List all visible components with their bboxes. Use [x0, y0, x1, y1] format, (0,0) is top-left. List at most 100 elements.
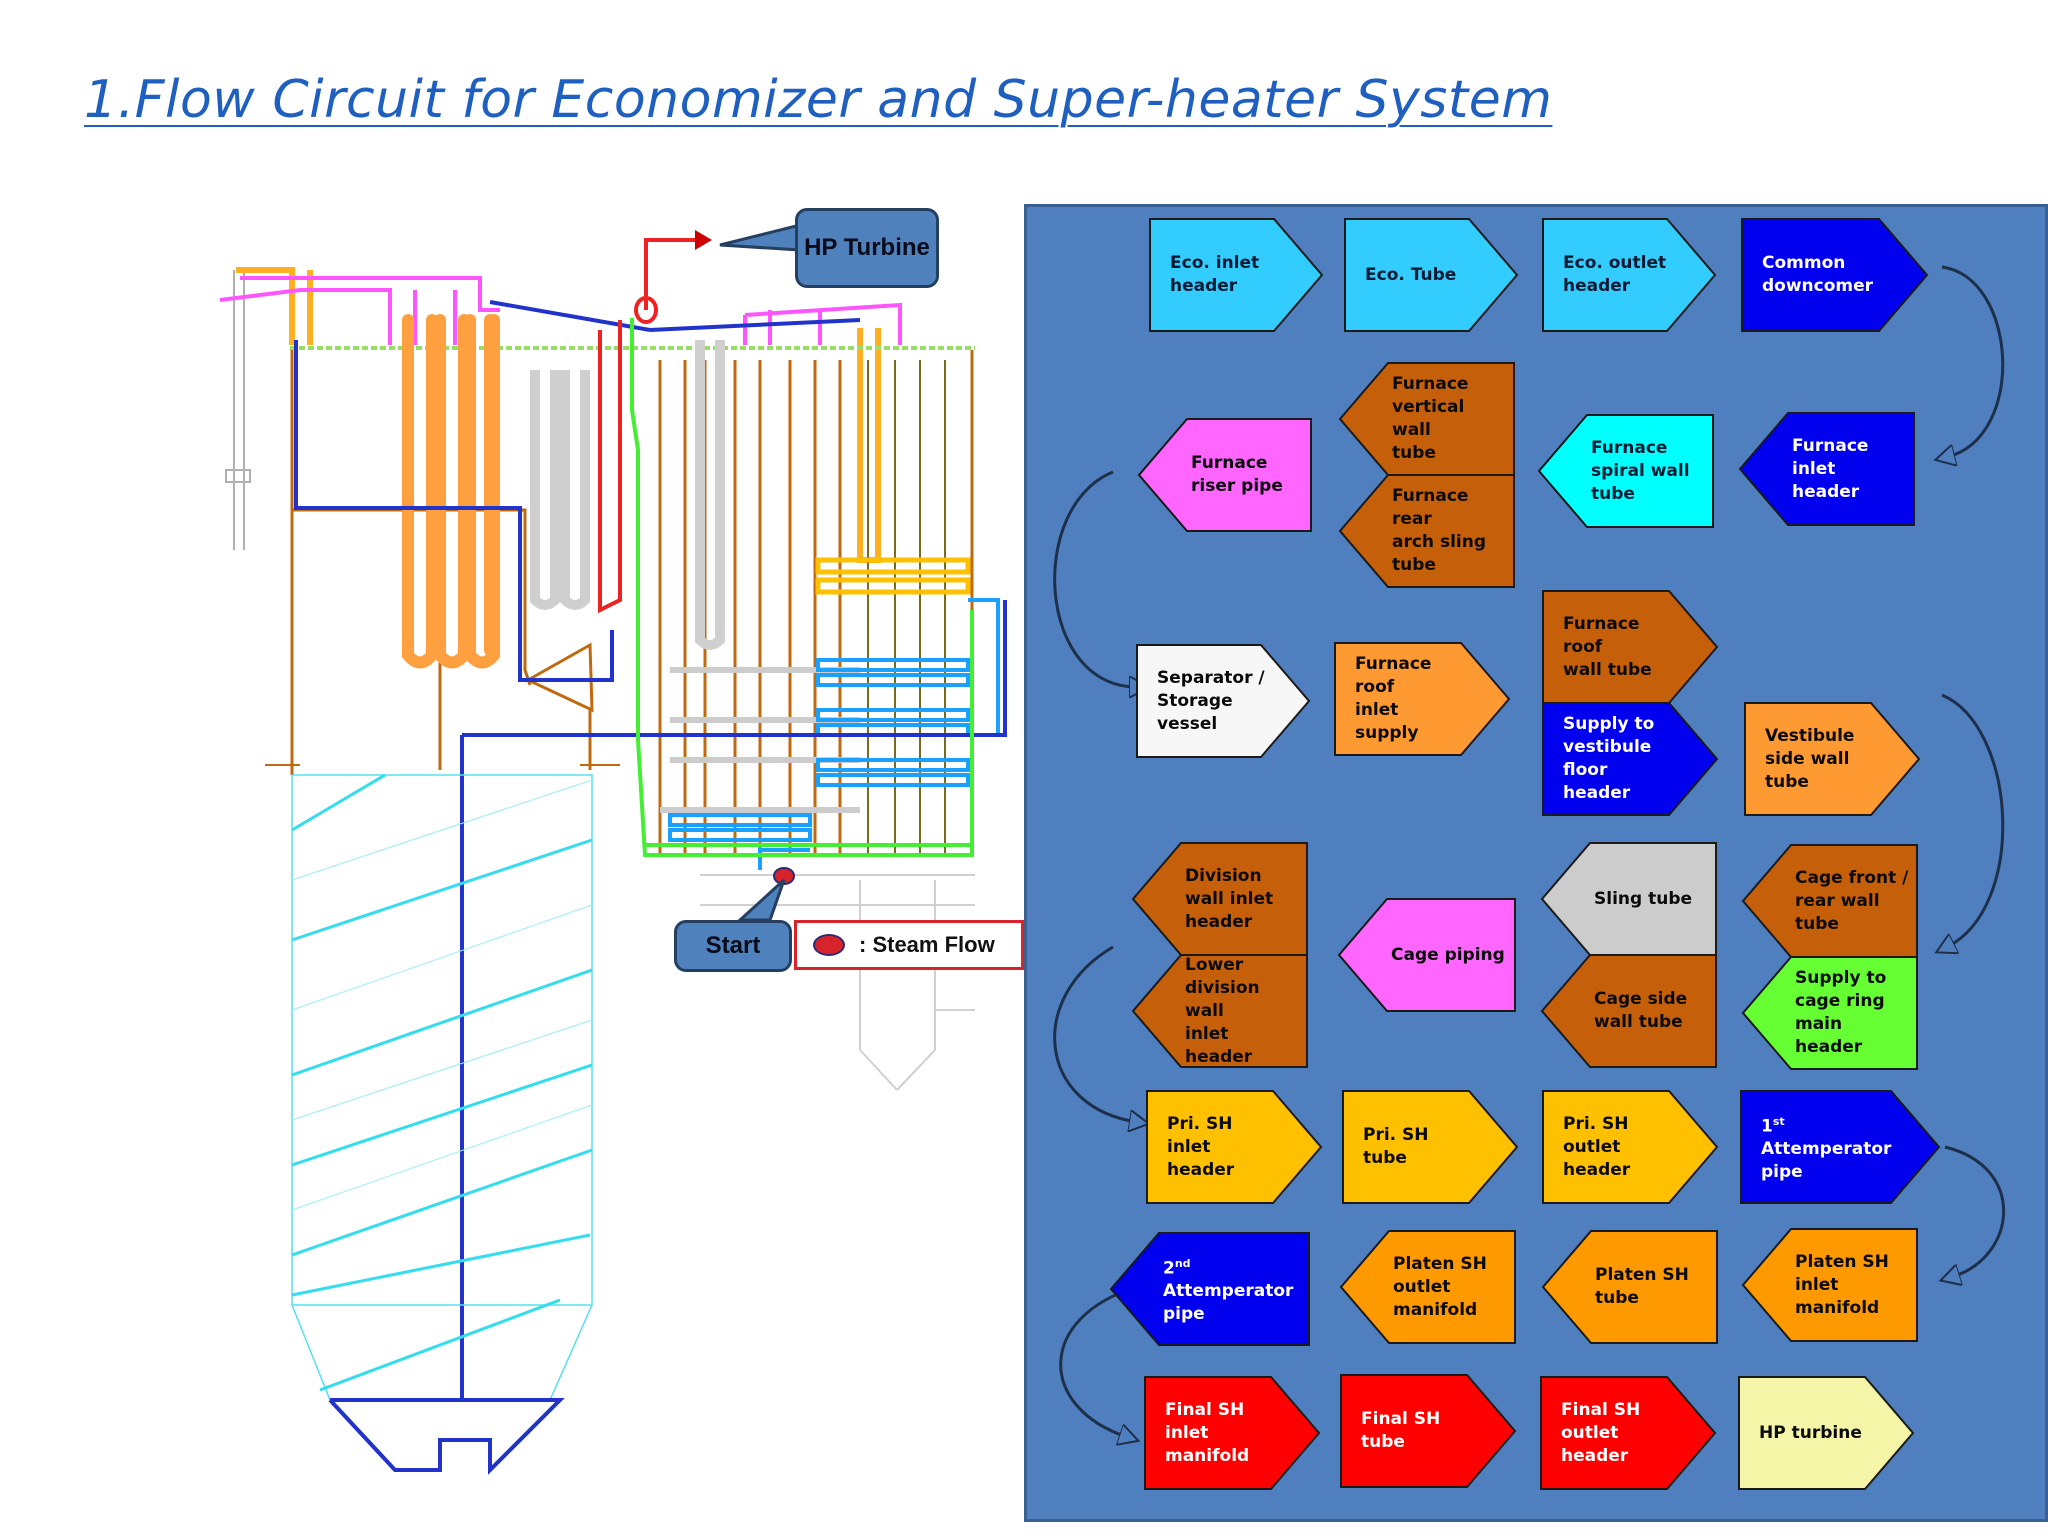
attemperator-label: Attemperator pipe: [1163, 1281, 1294, 1325]
flow-node-label: Furnace inlet header: [1792, 435, 1869, 502]
flow-node-label: Lower division wall inlet header: [1185, 954, 1260, 1067]
flow-node-shape: [1540, 1376, 1717, 1490]
flow-node-furnace-inlet-header: Furnace inlet header: [1738, 412, 1915, 526]
flow-node-shape: [1542, 218, 1717, 332]
gray-tube-bundles: [530, 340, 725, 650]
downcomer-pipe: [294, 300, 1007, 1400]
connector-row2-row3: [1053, 470, 1137, 687]
flow-circuit-panel: Eco. inlet header Eco. Tube Eco. outlet he…: [1024, 204, 2048, 1522]
platen-bundle: [815, 557, 971, 595]
ordinal-number: 1: [1761, 1116, 1773, 1137]
start-callout-tail: [736, 878, 786, 922]
flow-node-shape: [1344, 218, 1519, 332]
green-pipes: [630, 318, 974, 857]
connector-row5-row6: [1945, 1145, 2006, 1277]
flow-node-cage-front-rear-wall-tube: Cage front / rear wall tube: [1741, 844, 1918, 958]
flow-node-shape: [1740, 1090, 1941, 1204]
flow-node-shape: [1109, 1232, 1310, 1346]
flow-node-label: HP turbine: [1759, 1422, 1862, 1443]
flow-node-shape: [1542, 702, 1719, 816]
hp-callout-tail: [719, 223, 802, 252]
flow-node-eco-outlet-header: Eco. outlet header: [1542, 218, 1717, 332]
start-callout: Start: [674, 920, 792, 972]
flow-node-shape: [1340, 1374, 1517, 1488]
flow-node-supply-to-vestibule-floor-header: Supply to vestibule floor header: [1542, 702, 1719, 816]
flow-node-shape: [1338, 474, 1515, 588]
flow-node-final-sh-tube: Final SH tube: [1340, 1374, 1517, 1488]
flow-node-label: Furnace riser pipe: [1191, 453, 1283, 496]
hp-turbine-callout: HP Turbine: [795, 208, 939, 288]
flow-node-label: Final SH inlet manifold: [1165, 1399, 1250, 1466]
furnace-outline: [290, 350, 974, 855]
flow-node-shape: [1334, 642, 1511, 756]
flow-node-label: Cage side wall tube: [1594, 989, 1688, 1032]
flow-node-lower-division-wall-inlet-header: Lower division wall inlet header: [1131, 954, 1308, 1068]
flow-node-furnace-riser-pipe: Furnace riser pipe: [1137, 418, 1312, 532]
connector-row3-row4: [1942, 693, 2005, 947]
connector-row6-row7: [1059, 1285, 1137, 1437]
flow-node-eco-tube: Eco. Tube: [1344, 218, 1519, 332]
flow-node-label: Furnace roof inlet supply: [1355, 654, 1432, 743]
flow-node-shape: [1542, 1090, 1719, 1204]
flow-node-platen-sh-outlet-manifold: Platen SH outlet manifold: [1339, 1230, 1516, 1344]
flow-node-eco-inlet-header: Eco. inlet header: [1149, 218, 1324, 332]
flow-node-shape: [1738, 1376, 1915, 1490]
bottom-ring: [328, 1398, 565, 1475]
flow-node-shape: [1741, 218, 1929, 332]
flow-node-final-sh-outlet-header: Final SH outlet header: [1540, 1376, 1717, 1490]
flow-node-shape: [1149, 218, 1324, 332]
flow-node-shape: [1537, 414, 1714, 528]
page-title: 1.Flow Circuit for Economizer and Super-…: [84, 70, 1553, 130]
ordinal-suffix: st: [1772, 1114, 1785, 1128]
flow-node-common-downcomer: Common downcomer: [1741, 218, 1929, 332]
flow-node-shape: [1136, 644, 1311, 758]
flow-node-label: Supply to cage ring main header: [1795, 968, 1887, 1057]
flow-node-pri-sh-tube: Pri. SH tube: [1342, 1090, 1519, 1204]
flow-node-supply-to-cage-ring-main-header: Supply to cage ring main header: [1741, 956, 1918, 1070]
flow-node-label: Separator / Storage vessel: [1157, 667, 1265, 734]
backpass-hopper: [700, 874, 975, 1091]
flow-node-label: Platen SH tube: [1595, 1265, 1689, 1308]
lower-furnace-ribs: [291, 773, 593, 1392]
connector-row4-row5: [1053, 945, 1137, 1122]
start-callout-label: Start: [705, 932, 761, 959]
flow-node-shape: [1137, 418, 1312, 532]
flow-node-label: Eco. inlet header: [1170, 253, 1260, 296]
flow-node-platen-sh-tube: Platen SH tube: [1541, 1230, 1718, 1344]
flow-node-label: Pri. SH outlet header: [1563, 1113, 1631, 1180]
flow-node-shape: [1339, 1230, 1516, 1344]
flow-node-furnace-vertical-wall-tube: Furnace vertical wall tube: [1338, 362, 1515, 476]
flow-connector-arrows: [1053, 265, 2006, 1525]
steam-flow-legend-label: : Steam Flow: [859, 932, 995, 957]
flow-node-label: Pri. SH inlet header: [1167, 1113, 1235, 1180]
flow-node-shape: [1131, 954, 1308, 1068]
steam-flow-marker: [813, 934, 845, 956]
flow-node-label: Final SH outlet header: [1561, 1399, 1641, 1466]
attemperator-label: Attemperator pipe: [1761, 1139, 1892, 1183]
flow-node-sling-tube: Sling tube: [1540, 842, 1717, 956]
flow-node-label: Platen SH outlet manifold: [1393, 1253, 1487, 1320]
flow-node-label: Final SH tube: [1361, 1409, 1441, 1452]
flow-node-shape: [1342, 1090, 1519, 1204]
flow-node-label: Pri. SH tube: [1363, 1125, 1429, 1168]
flow-node-label: Eco. Tube: [1365, 264, 1457, 285]
connector-row1-row2: [1942, 265, 2005, 457]
flow-node-label: Division wall inlet header: [1185, 865, 1274, 932]
flow-node-furnace-roof-inlet-supply: Furnace roof inlet supply: [1334, 642, 1511, 756]
flow-node-label: Vestibule side wall tube: [1765, 725, 1855, 792]
flow-node-shape: [1144, 1376, 1321, 1490]
flow-node-furnace-spiral-wall-tube: Furnace spiral wall tube: [1537, 414, 1714, 528]
flow-node-shape: [1542, 590, 1719, 704]
flow-node-label: Eco. outlet header: [1563, 253, 1667, 296]
flow-node-label: Cage piping: [1391, 944, 1505, 965]
hp-turbine-callout-label: HP Turbine: [804, 234, 930, 261]
flow-node-pri-sh-inlet-header: Pri. SH inlet header: [1146, 1090, 1323, 1204]
flow-node-label: Common downcomer: [1762, 253, 1874, 296]
flow-node-label: Furnace roof wall tube: [1563, 613, 1652, 680]
flow-node-label: Cage front / rear wall tube: [1795, 867, 1909, 934]
flow-node-shape: [1146, 1090, 1323, 1204]
flow-node-cage-side-wall-tube: Cage side wall tube: [1540, 954, 1717, 1068]
flow-node-cage-piping: Cage piping: [1337, 898, 1516, 1012]
flow-node-label: Furnace vertical wall tube: [1392, 374, 1469, 463]
